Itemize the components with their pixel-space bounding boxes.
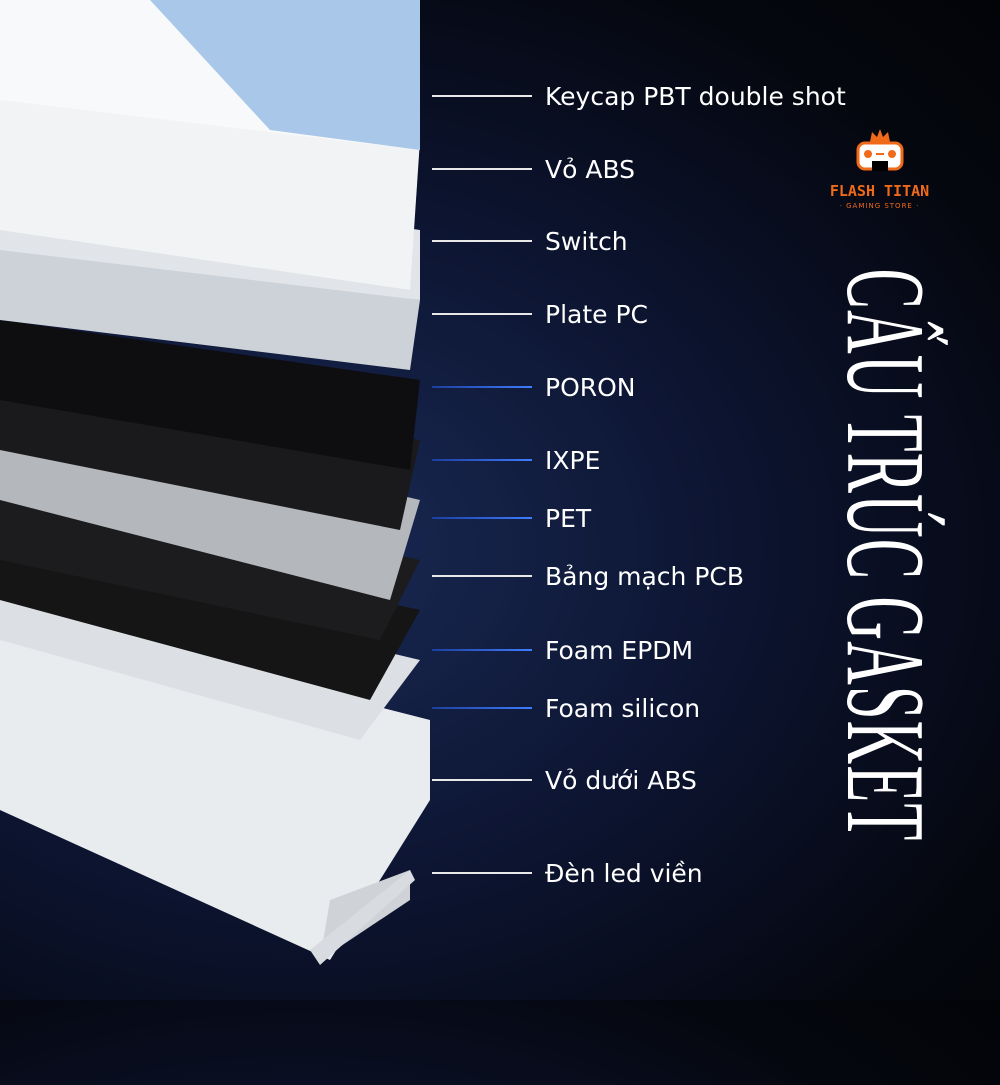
- layer-label: Plate PC: [432, 299, 648, 329]
- leader-line: [432, 313, 532, 315]
- logo-tagline: · GAMING STORE ·: [839, 202, 920, 210]
- leader-line: [432, 386, 532, 388]
- leader-line: [432, 240, 532, 242]
- layer-poron: [0, 320, 420, 470]
- leader-line: [432, 95, 532, 97]
- layer-label: Foam silicon: [432, 693, 700, 723]
- layer-label-text: PET: [545, 503, 592, 533]
- layer-label-text: Bảng mạch PCB: [545, 561, 745, 591]
- layer-label: Vỏ ABS: [432, 154, 635, 184]
- leader-line: [432, 779, 532, 781]
- layer-label: Keycap PBT double shot: [432, 81, 846, 111]
- layer-label-text: Foam EPDM: [545, 635, 694, 665]
- layer-label: Bảng mạch PCB: [432, 561, 744, 591]
- layer-led-strip: [310, 870, 415, 965]
- page-title: CẤU TRÚC GASKET: [823, 268, 947, 842]
- blue-keycaps: [150, 0, 420, 150]
- leader-line: [432, 517, 532, 519]
- layer-label-text: IXPE: [545, 445, 601, 475]
- layer-label-text: Foam silicon: [545, 693, 701, 723]
- leader-line: [432, 575, 532, 577]
- layer-label: Vỏ dưới ABS: [432, 765, 697, 795]
- layer-label: IXPE: [432, 445, 600, 475]
- leader-line: [432, 168, 532, 170]
- layer-label: Foam EPDM: [432, 635, 693, 665]
- gamepad-crown-icon: [856, 129, 903, 171]
- layer-label: PET: [432, 503, 591, 533]
- layer-label-text: Plate PC: [545, 299, 649, 329]
- logo: FLASH TITAN · GAMING STORE ·: [812, 128, 947, 210]
- leader-line: [432, 649, 532, 651]
- leader-line: [432, 872, 532, 874]
- layer-label: Switch: [432, 226, 628, 256]
- exploded-keyboard-illustration: [0, 0, 430, 965]
- layer-label-text: Keycap PBT double shot: [545, 81, 846, 111]
- layer-label-text: Đèn led viền: [545, 858, 703, 888]
- layer-label-text: Vỏ ABS: [545, 154, 636, 184]
- layer-label: Đèn led viền: [432, 858, 703, 888]
- leader-line: [432, 707, 532, 709]
- layer-label-text: Vỏ dưới ABS: [545, 765, 697, 795]
- layer-label: PORON: [432, 372, 636, 402]
- layer-plate: [0, 240, 420, 370]
- logo-brand: FLASH TITAN: [829, 182, 930, 200]
- layer-label-text: PORON: [545, 372, 636, 402]
- leader-line: [432, 459, 532, 461]
- layer-label-text: Switch: [545, 226, 628, 256]
